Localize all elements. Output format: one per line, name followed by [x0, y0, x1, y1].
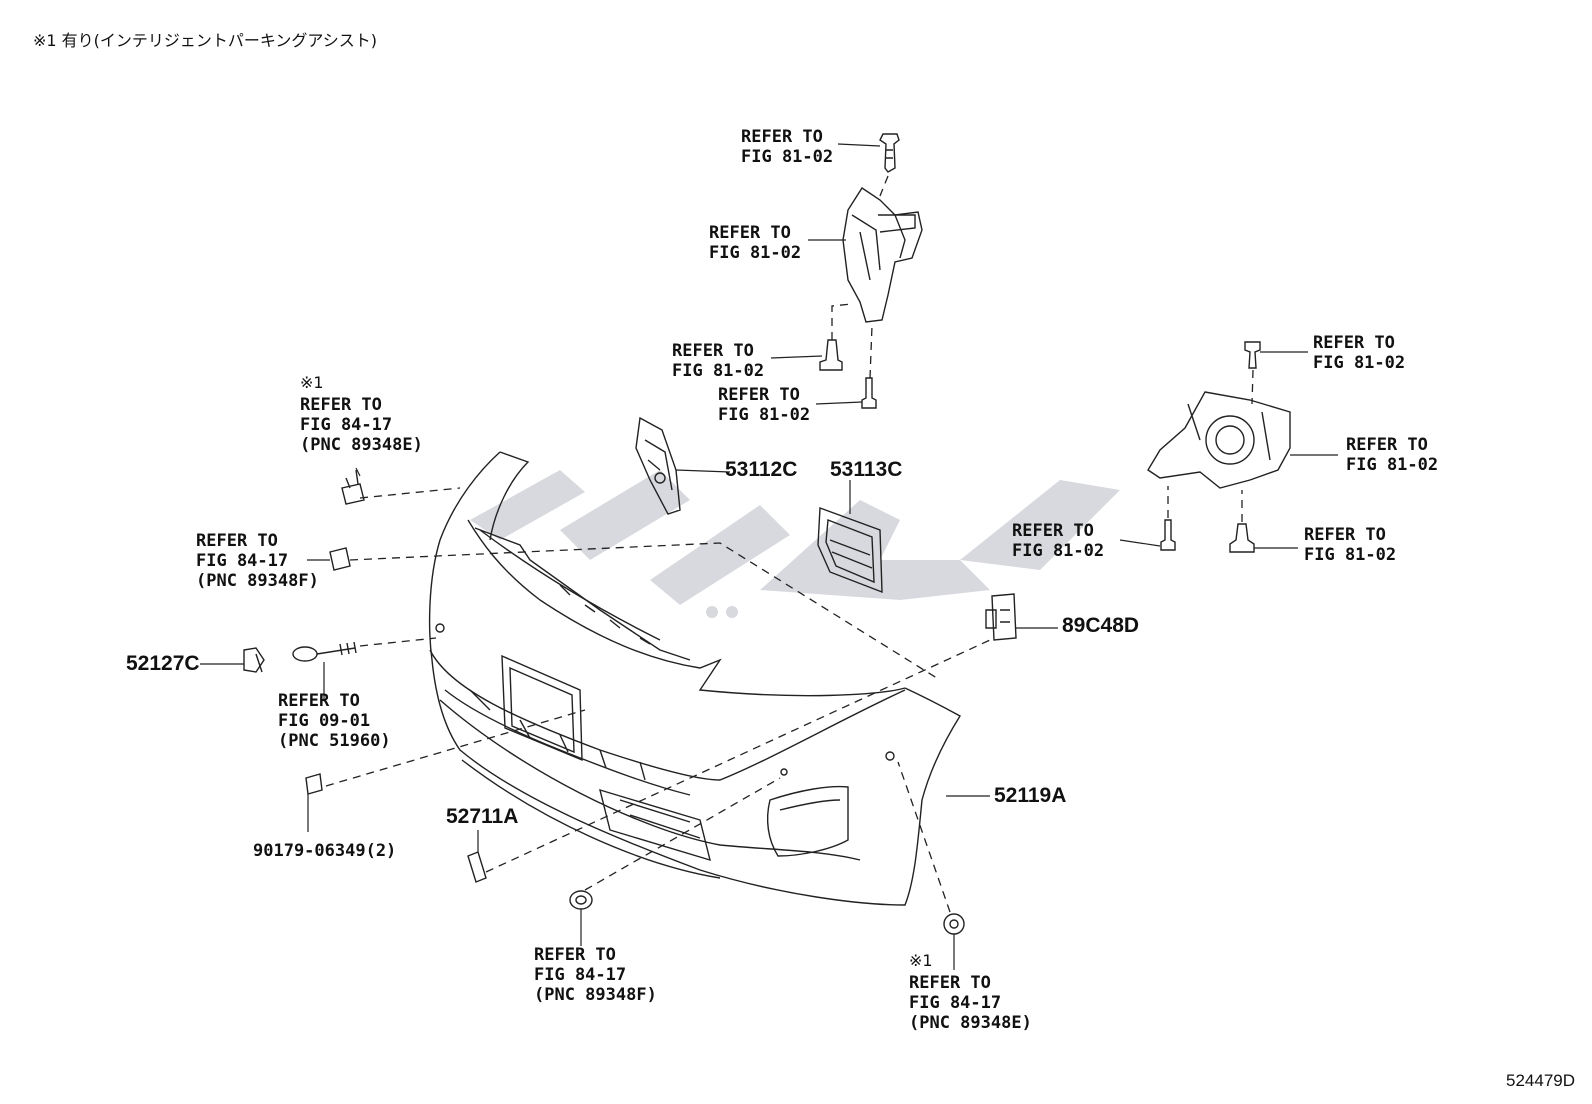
svg-text:REFER TO: REFER TO [741, 127, 823, 147]
sensor-retainer-mid-left [329, 547, 351, 571]
svg-text:REFER TO: REFER TO [300, 395, 382, 415]
svg-text:REFER TO: REFER TO [278, 691, 360, 711]
diagram-id: 524479D [1506, 1071, 1575, 1090]
svg-text:FIG 81-02: FIG 81-02 [1313, 353, 1405, 373]
svg-text:FIG 81-02: FIG 81-02 [1012, 541, 1104, 561]
part-number-53113c: 53113C [830, 458, 902, 481]
retainer-52711a [467, 851, 487, 883]
bracket-53113c [817, 507, 883, 594]
refer-label-bracket-bolt: REFER TO FIG 81-02 [718, 385, 810, 425]
svg-text:REFER TO: REFER TO [1012, 521, 1094, 541]
towing-eye [292, 641, 357, 662]
svg-text:(PNC 89348F): (PNC 89348F) [196, 571, 319, 591]
refer-label-retainer-89348e-bottom: ※1 REFER TO FIG 84-17 (PNC 89348E) [909, 951, 1032, 1033]
svg-text:FIG 81-02: FIG 81-02 [1346, 455, 1438, 475]
svg-text:REFER TO: REFER TO [709, 223, 791, 243]
bracket-53112c [635, 416, 681, 515]
svg-text:FIG 81-02: FIG 81-02 [672, 361, 764, 381]
svg-text:FIG 09-01: FIG 09-01 [278, 711, 370, 731]
svg-text:FIG 84-17: FIG 84-17 [909, 993, 1001, 1013]
refer-labels: REFER TO FIG 81-02 REFER TO FIG 81-02 RE… [196, 127, 1438, 1033]
svg-text:FIG 84-17: FIG 84-17 [196, 551, 288, 571]
refer-label-upper-bracket: REFER TO FIG 81-02 [709, 223, 801, 263]
svg-text:(PNC 89348F): (PNC 89348F) [534, 985, 657, 1005]
footnote-header: ※1 有り(インテリジェントパーキングアシスト) [33, 31, 377, 50]
svg-text:FIG 81-02: FIG 81-02 [1304, 545, 1396, 565]
clip-foglamp-top [1244, 341, 1261, 369]
part-number-90179: 90179-06349(2) [253, 841, 396, 861]
svg-text:REFER TO: REFER TO [534, 945, 616, 965]
refer-label-retainer-89348f-mid: REFER TO FIG 84-17 (PNC 89348F) [196, 531, 319, 591]
svg-text:REFER TO: REFER TO [1313, 333, 1395, 353]
svg-text:REFER TO: REFER TO [718, 385, 800, 405]
svg-text:※1: ※1 [300, 373, 324, 392]
svg-text:REFER TO: REFER TO [909, 973, 991, 993]
refer-label-top-clip: REFER TO FIG 81-02 [741, 127, 833, 167]
part-number-52127c: 52127C [126, 652, 200, 675]
svg-text:REFER TO: REFER TO [1304, 525, 1386, 545]
svg-text:REFER TO: REFER TO [672, 341, 754, 361]
leader-lines [200, 143, 1338, 970]
part-number-52711a: 52711A [446, 805, 518, 828]
fog-lamp-assembly [1147, 391, 1291, 489]
part-number-53112c: 53112C [725, 458, 797, 481]
svg-text:(PNC 89348E): (PNC 89348E) [300, 435, 423, 455]
refer-label-foglamp-top-clip: REFER TO FIG 81-02 [1313, 333, 1405, 373]
assembly-lines [325, 175, 1254, 913]
svg-text:FIG 81-02: FIG 81-02 [741, 147, 833, 167]
part-number-89c48d: 89C48D [1062, 614, 1139, 637]
bracket-89c48d [985, 593, 1017, 641]
refer-label-towing-eye: REFER TO FIG 09-01 (PNC 51960) [278, 691, 391, 751]
part-number-labels: 53112C 53113C 89C48D 52127C 52119A 52711… [126, 458, 1139, 861]
svg-text:(PNC 51960): (PNC 51960) [278, 731, 391, 751]
cap-52127c [243, 647, 265, 673]
refer-label-foglamp-lower-clip: REFER TO FIG 81-02 [1304, 525, 1396, 565]
refer-label-retainer-89348f-bottom: REFER TO FIG 84-17 (PNC 89348F) [534, 945, 657, 1005]
bolt-foglamp [1160, 519, 1176, 551]
svg-text:※1: ※1 [909, 951, 933, 970]
upper-retainer-bracket [842, 187, 923, 323]
refer-label-foglamp-bolt: REFER TO FIG 81-02 [1012, 521, 1104, 561]
svg-text:FIG 84-17: FIG 84-17 [534, 965, 626, 985]
part-number-52119a: 52119A [994, 784, 1066, 807]
sensor-retainer-upper-left [341, 469, 365, 505]
bumper-cover-52119a [428, 451, 961, 906]
clip-top [879, 133, 900, 173]
sensor-retainer-bottom [569, 890, 593, 910]
svg-text:REFER TO: REFER TO [196, 531, 278, 551]
svg-text:(PNC 89348E): (PNC 89348E) [909, 1013, 1032, 1033]
refer-label-bracket-clip: REFER TO FIG 81-02 [672, 341, 764, 381]
clip-lower-left [819, 339, 843, 371]
svg-text:REFER TO: REFER TO [1346, 435, 1428, 455]
clip-foglamp-lower [1229, 523, 1255, 553]
nut-90179 [305, 773, 323, 795]
watermark-logo [470, 470, 1120, 618]
svg-text:FIG 81-02: FIG 81-02 [709, 243, 801, 263]
svg-text:FIG 81-02: FIG 81-02 [718, 405, 810, 425]
sensor-retainer-bottom-right [943, 913, 965, 935]
refer-label-retainer-89348e-upper: ※1 REFER TO FIG 84-17 (PNC 89348E) [300, 373, 423, 455]
refer-label-foglamp: REFER TO FIG 81-02 [1346, 435, 1438, 475]
bolt-lower [861, 377, 877, 409]
svg-text:FIG 84-17: FIG 84-17 [300, 415, 392, 435]
